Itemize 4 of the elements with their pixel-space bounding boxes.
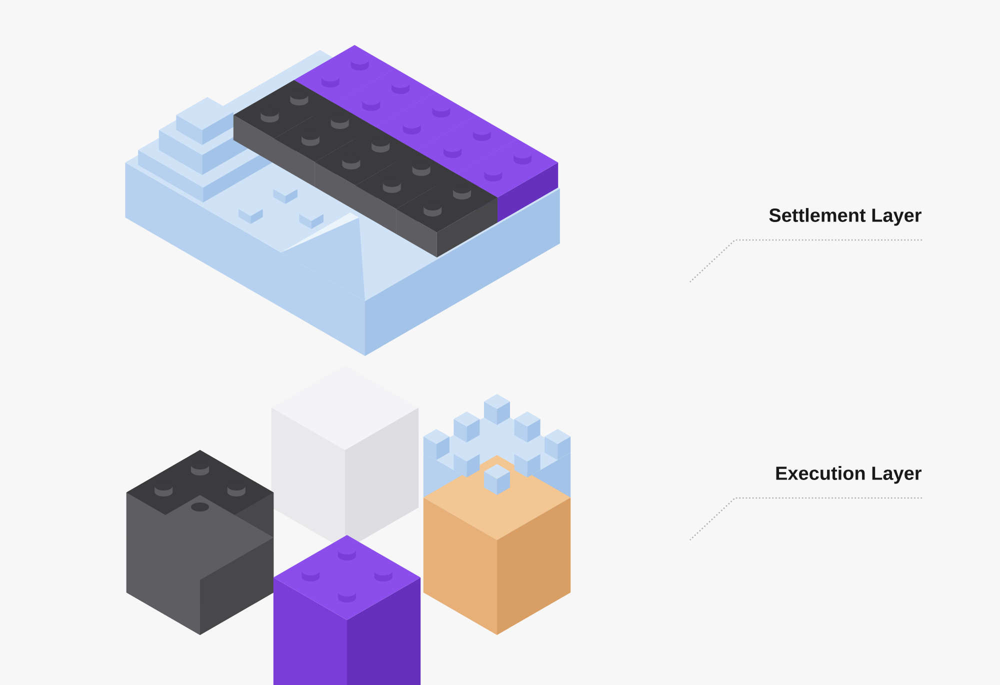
leader-line xyxy=(690,497,922,540)
leader-line xyxy=(690,239,922,282)
layer-label: Settlement Layer xyxy=(769,208,922,226)
layer-label: Execution Layer xyxy=(776,466,922,484)
